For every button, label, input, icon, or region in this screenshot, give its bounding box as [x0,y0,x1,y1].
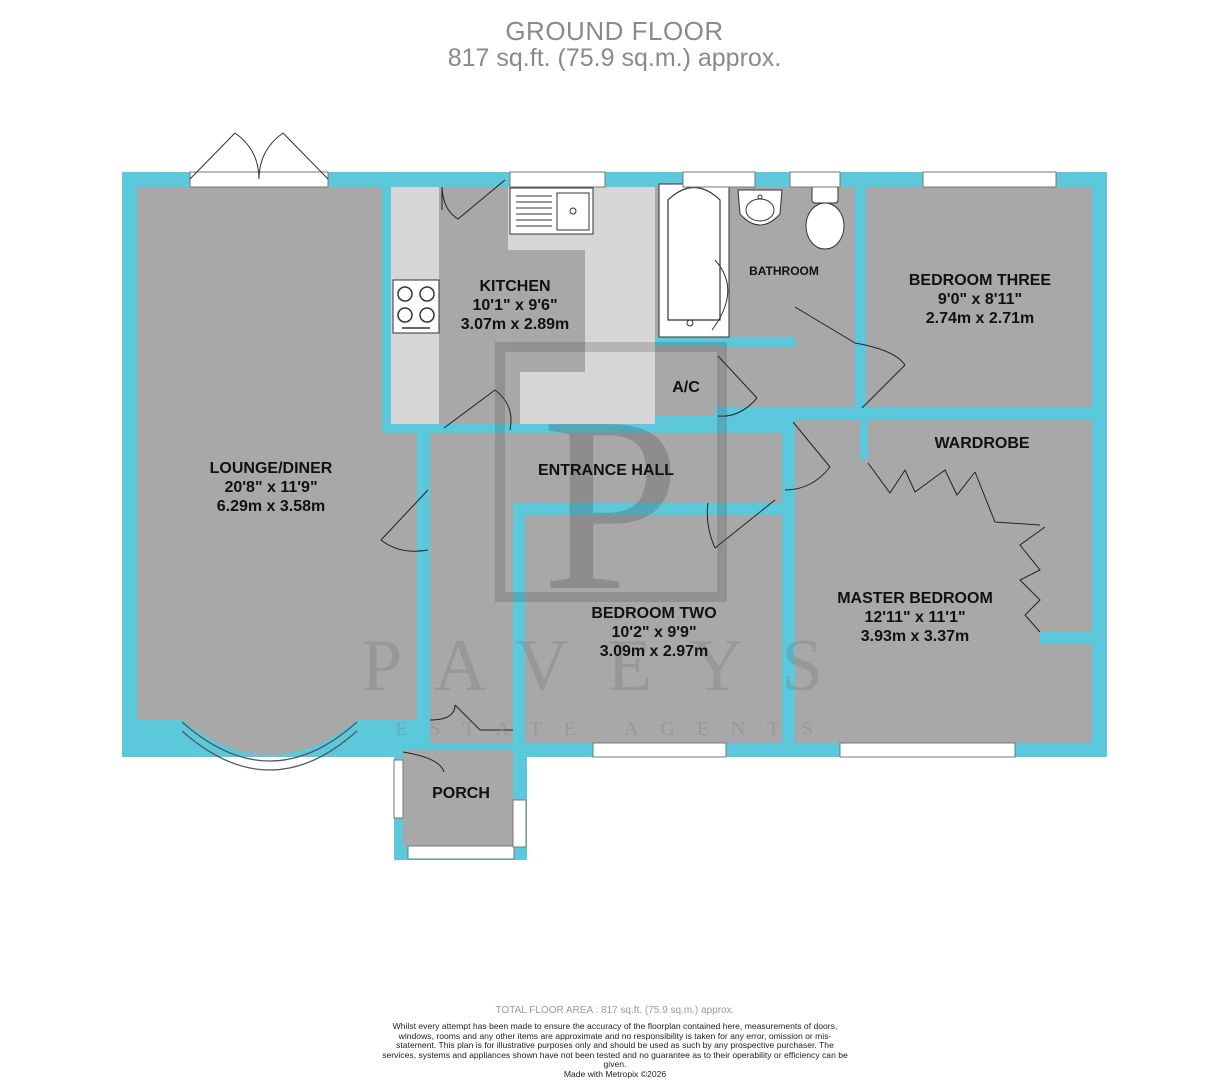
bed3-bottom-wall [782,407,1092,420]
sink-icon [509,187,594,235]
bed3-left-wall [855,187,866,347]
master-left-lower [782,515,795,755]
footer-total-area: TOTAL FLOOR AREA : 817 sq.ft. (75.9 sq.m… [495,1005,735,1016]
bed3-window [922,171,1057,188]
windows [189,171,1057,860]
entrance-hall-name: ENTRANCE HALL [538,462,674,479]
footer-made-with: Made with Metropix ©2026 [563,1069,667,1079]
kitchen-left-wall [382,187,391,432]
master-bedroom-imperial: 12'11" x 11'1" [864,609,965,626]
doors [380,179,906,773]
counter-bottom [520,372,655,424]
watermark-frame [495,342,727,602]
floor-area: 817 sq.ft. (75.9 sq.m.) approx. [447,44,782,72]
hall-upper-floor [715,337,855,407]
porch-name: PORCH [432,785,490,802]
bedroom-two-name: BEDROOM TWO [591,605,716,622]
bathroom-name: BATHROOM [749,264,819,278]
footer-disclaimer: Whilst every attempt has been made to en… [382,1021,848,1070]
master-left-upper [782,420,795,515]
floor-title: GROUND FLOOR [505,16,724,46]
kitchen-imperial: 10'1" x 9'6" [472,297,557,314]
french-doors [189,132,329,180]
master-bedroom-name: MASTER BEDROOM [837,590,993,607]
lounge-name: LOUNGE/DINER [210,460,333,477]
watermark-brand: PAVEYS [361,625,861,707]
porch-floor [403,750,513,846]
watermark: P [495,342,727,643]
bay-floor [182,720,357,755]
hall-left-wall [417,432,430,722]
wardrobe-left-wall [860,420,868,460]
lounge-extension-floor [382,432,417,720]
lounge-imperial: 20'8" x 11'9" [224,479,317,496]
porch-side-window [512,799,527,848]
bath-window-2 [789,171,841,188]
bath-wall [716,337,795,347]
ac-side-wall [715,416,725,433]
ac-name: A/C [672,379,700,396]
master-bedroom-metric: 3.93m x 3.37m [861,628,970,645]
bedroom-two-imperial: 10'2" x 9'9" [611,624,696,641]
kitchen-window [509,171,606,188]
bath-window-1 [682,171,756,188]
bay-window [181,721,358,771]
entrance-hall-floor [430,433,785,503]
bedroom-three-floor [866,187,1092,407]
bedroom-three-metric: 2.74m x 2.71m [926,310,1035,327]
hall-corridor-floor [430,503,513,743]
floors [137,187,1092,846]
wardrobe-floor [866,420,1092,632]
bedroom-three-name: BEDROOM THREE [909,272,1052,289]
bed2-top-wall [513,503,713,515]
master-window [839,742,1016,758]
kitchen-bottom-wall [382,424,442,433]
bath-icon [658,183,730,338]
porch-front-window [407,845,515,860]
watermark-letter: P [541,366,680,643]
kitchen-name: KITCHEN [479,278,550,295]
bed2-left-wall [513,515,525,745]
lounge-metric: 6.29m x 3.58m [217,498,326,515]
wardrobe-doors [867,462,1046,633]
bedroom-three-imperial: 9'0" x 8'11" [938,291,1022,308]
hob-icon [392,279,440,334]
lounge-floor [137,187,382,720]
ac-floor [655,346,715,416]
internal-walls [382,187,1092,755]
kitchen-bottom-wall-2 [510,424,720,433]
bed2-window [592,742,727,758]
kitchen-metric: 3.07m x 2.89m [461,316,570,333]
porch-left-window [393,759,404,819]
bedroom-two-floor [525,515,782,743]
wc-icon [805,185,845,250]
kitchen-counters [391,187,655,424]
basin-icon [737,189,783,226]
wardrobe-bottom-wall [1040,632,1092,644]
watermark-tagline: ESTATE AGENTS [395,718,834,740]
wardrobe-name: WARDROBE [934,435,1029,452]
bedroom-two-metric: 3.09m x 2.97m [600,643,709,660]
